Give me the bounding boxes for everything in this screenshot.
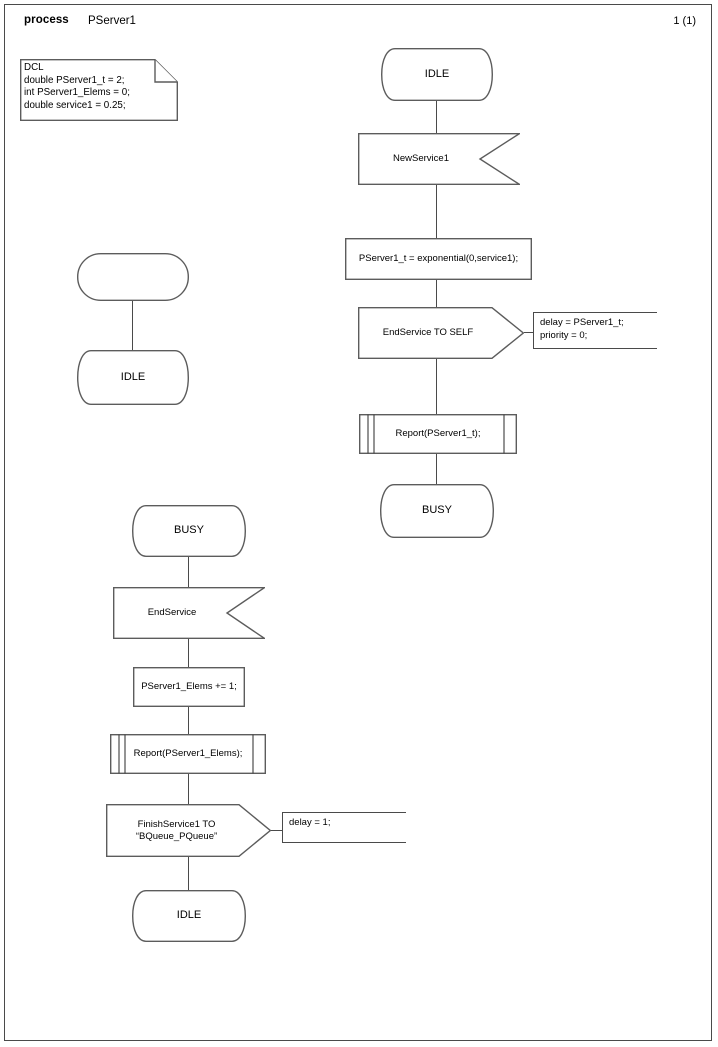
input-endservice[interactable]: EndService [113, 587, 265, 639]
comment-endservice-delay: delay = PServer1_t; priority = 0; [533, 312, 657, 349]
connector-finishservice1-to-idle [188, 857, 190, 890]
output-endservice-to-self[interactable]: EndService TO SELF [358, 307, 524, 359]
state-idle-source[interactable]: IDLE [381, 48, 493, 101]
connector-endservice-to-task [188, 639, 190, 667]
comment-finishservice1-delay-text: delay = 1; [289, 817, 331, 828]
state-idle-target[interactable]: IDLE [132, 890, 246, 942]
state-busy-target[interactable]: BUSY [380, 484, 494, 538]
task-pserver1-t[interactable]: PServer1_t = exponential(0,service1); [345, 238, 532, 280]
connector-output-to-report [436, 359, 438, 414]
state-busy-source[interactable]: BUSY [132, 505, 246, 557]
process-name: PServer1 [88, 15, 136, 27]
comment-stub-endservice [524, 332, 534, 334]
output-finishservice1[interactable]: FinishService1 TO “BQueue_PQueue” [106, 804, 271, 857]
procedure-call-report-pserver1-elems[interactable]: Report(PServer1_Elems); [110, 734, 266, 774]
dcl-note: DCL double PServer1_t = 2; int PServer1_… [20, 59, 178, 121]
process-keyword: process [24, 14, 69, 26]
connector-newservice1-to-task [436, 185, 438, 238]
dcl-note-text: DCL double PServer1_t = 2; int PServer1_… [24, 62, 130, 112]
comment-stub-finishservice1 [271, 830, 283, 832]
connector-task-to-report-elems [188, 707, 190, 734]
start-symbol[interactable] [77, 253, 189, 301]
page-number: 1 (1) [673, 15, 696, 27]
connector-start-to-idle [132, 301, 134, 350]
connector-busy-to-endservice-input [188, 557, 190, 587]
comment-endservice-delay-text: delay = PServer1_t; priority = 0; [540, 317, 624, 341]
state-idle-start[interactable]: IDLE [77, 350, 189, 405]
connector-task-to-endservice-output [436, 280, 438, 307]
procedure-call-report-pserver1-t[interactable]: Report(PServer1_t); [359, 414, 517, 454]
connector-report-to-finishservice1 [188, 774, 190, 804]
input-newservice1[interactable]: NewService1 [358, 133, 520, 185]
comment-finishservice1-delay: delay = 1; [282, 812, 406, 843]
connector-report-to-busy [436, 454, 438, 484]
connector-idle-to-newservice1 [436, 101, 438, 133]
task-pserver1-elems[interactable]: PServer1_Elems += 1; [133, 667, 245, 707]
